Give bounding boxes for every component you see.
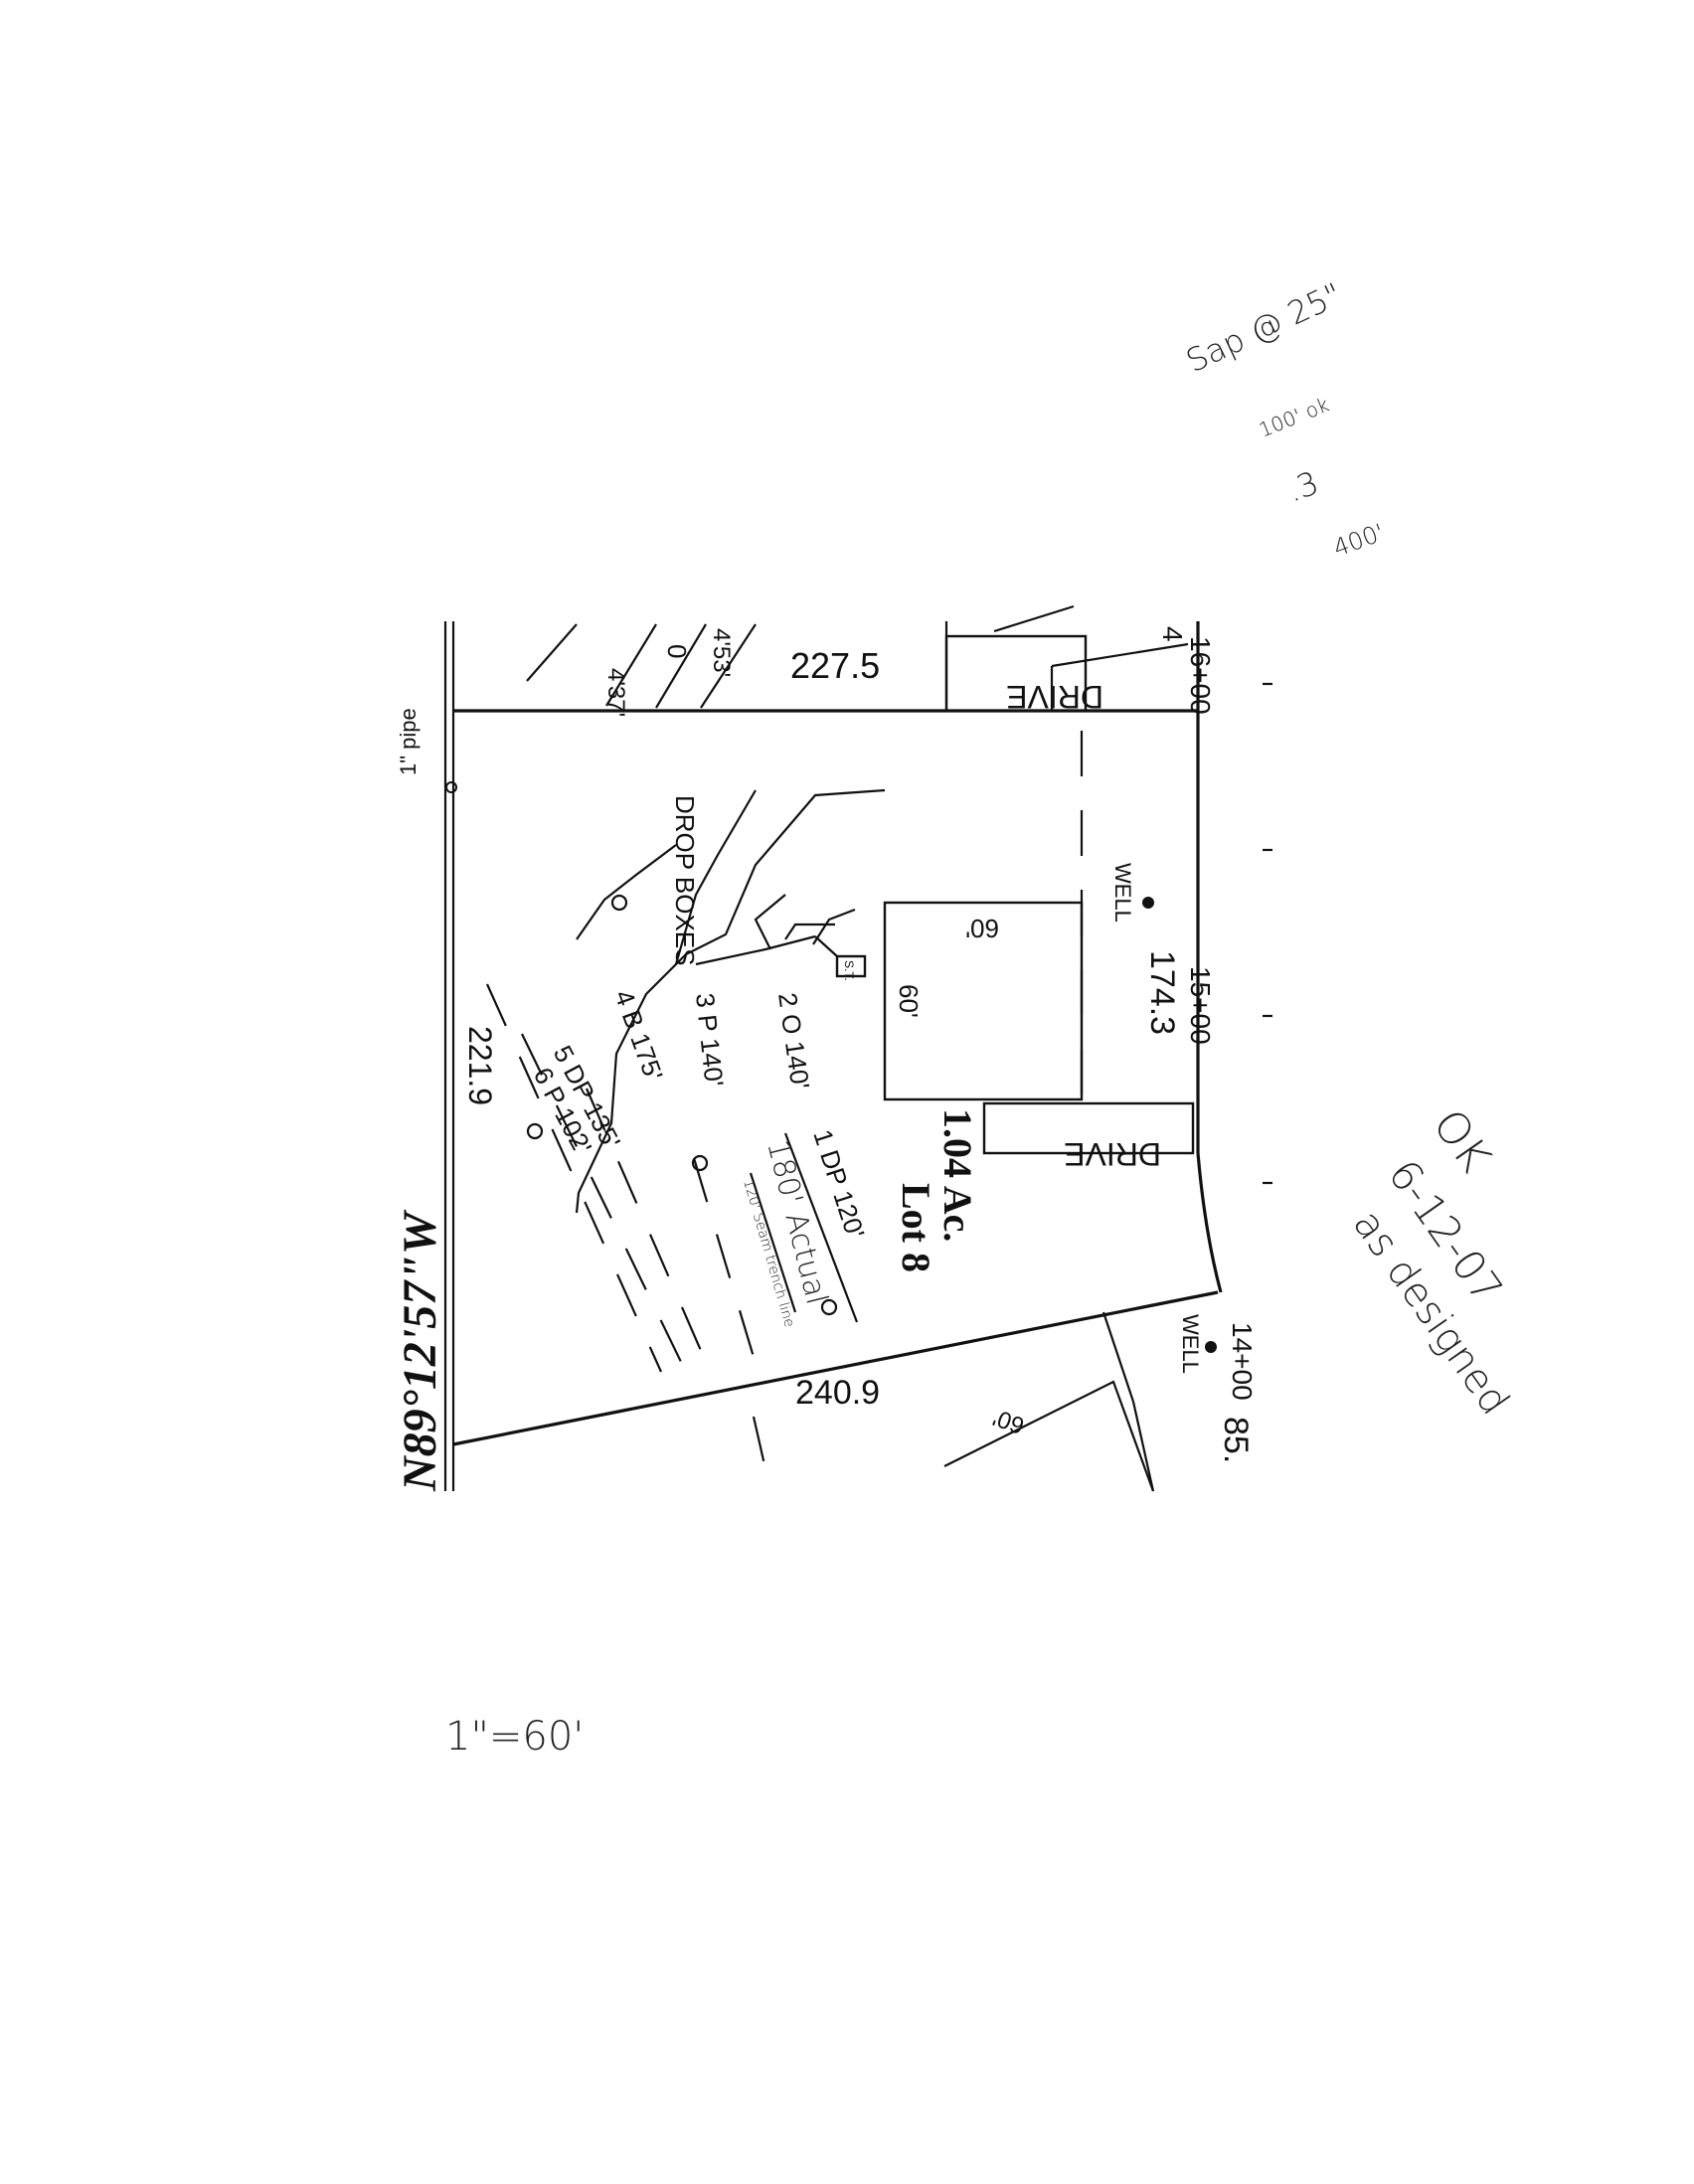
station-ticks xyxy=(1263,682,1272,1185)
neighbor-label-a: 0 xyxy=(662,644,692,658)
well-label-b: WELL xyxy=(1178,1314,1203,1374)
right-boundary-partial: 85. xyxy=(1217,1417,1255,1463)
ok-stamp: OK xyxy=(1423,1100,1500,1181)
neighbor-lines-bottom xyxy=(752,1311,1155,1492)
well-label-a: WELL xyxy=(1110,863,1135,923)
station-14: 14+00 xyxy=(1227,1322,1258,1401)
ok-note-small: 100' ok xyxy=(1256,393,1332,442)
drive-lower xyxy=(982,1101,1195,1155)
septic-tank-box xyxy=(835,954,867,978)
trench-1-label: 1 DP 120' xyxy=(807,1126,870,1243)
septic-tank-label: S.T. xyxy=(842,960,856,981)
trench-lines xyxy=(485,983,859,1373)
lot-acreage: 1.04 Ac. xyxy=(935,1108,980,1242)
road-edge-lines xyxy=(443,621,455,1491)
trench-3-label: 3 P 140' xyxy=(690,991,730,1088)
station-15: 15+00 xyxy=(1185,966,1216,1045)
drop-box-markers xyxy=(526,894,838,1316)
house-footprint xyxy=(883,901,1084,1101)
neighbor-label-c: 4'37' xyxy=(602,668,629,717)
drive-top-label: DRIVE xyxy=(1006,679,1103,715)
house-dim-left: 60' xyxy=(894,984,924,1018)
lot-number: Lot 8 xyxy=(894,1183,938,1272)
sap-note: Sap @ 25" xyxy=(1180,275,1347,380)
bottom-boundary-length: 240.9 xyxy=(795,1374,880,1412)
top-boundary-length: 227.5 xyxy=(790,645,880,686)
trench-4-label: 4 B 175' xyxy=(608,986,669,1085)
neighbor-label-d: 4 xyxy=(1157,626,1188,642)
right-boundary-length: 174.3 xyxy=(1143,950,1181,1035)
neighbor-house-dim: 60' xyxy=(989,1404,1028,1439)
point-three-note: .3 xyxy=(1282,463,1324,509)
left-boundary-length: 221.9 xyxy=(462,1026,498,1105)
bearing-label: N89°12'57"W xyxy=(394,1209,446,1492)
drive-lower-label: DRIVE xyxy=(1064,1136,1161,1172)
station-16: 16+00 xyxy=(1185,636,1216,715)
trench-2-label: 2 O 140' xyxy=(772,991,815,1092)
house-dim-top: 60' xyxy=(965,914,999,943)
st-lead xyxy=(814,935,838,957)
drive-top xyxy=(944,634,1088,713)
distribution-lines xyxy=(575,788,886,1214)
neighbor-label-b: 4'53' xyxy=(708,628,735,677)
scale-note: 1"=60' xyxy=(445,1714,584,1760)
pipe-label: 1" pipe xyxy=(396,708,421,775)
lot-boundary xyxy=(452,621,1223,1446)
well-marker-a xyxy=(1142,897,1154,909)
four-hundred-note: 400' xyxy=(1329,518,1388,562)
pipe-marker xyxy=(445,781,457,793)
well-marker-b xyxy=(1205,1341,1217,1353)
drop-boxes-label: DROP BOXES xyxy=(670,795,700,965)
